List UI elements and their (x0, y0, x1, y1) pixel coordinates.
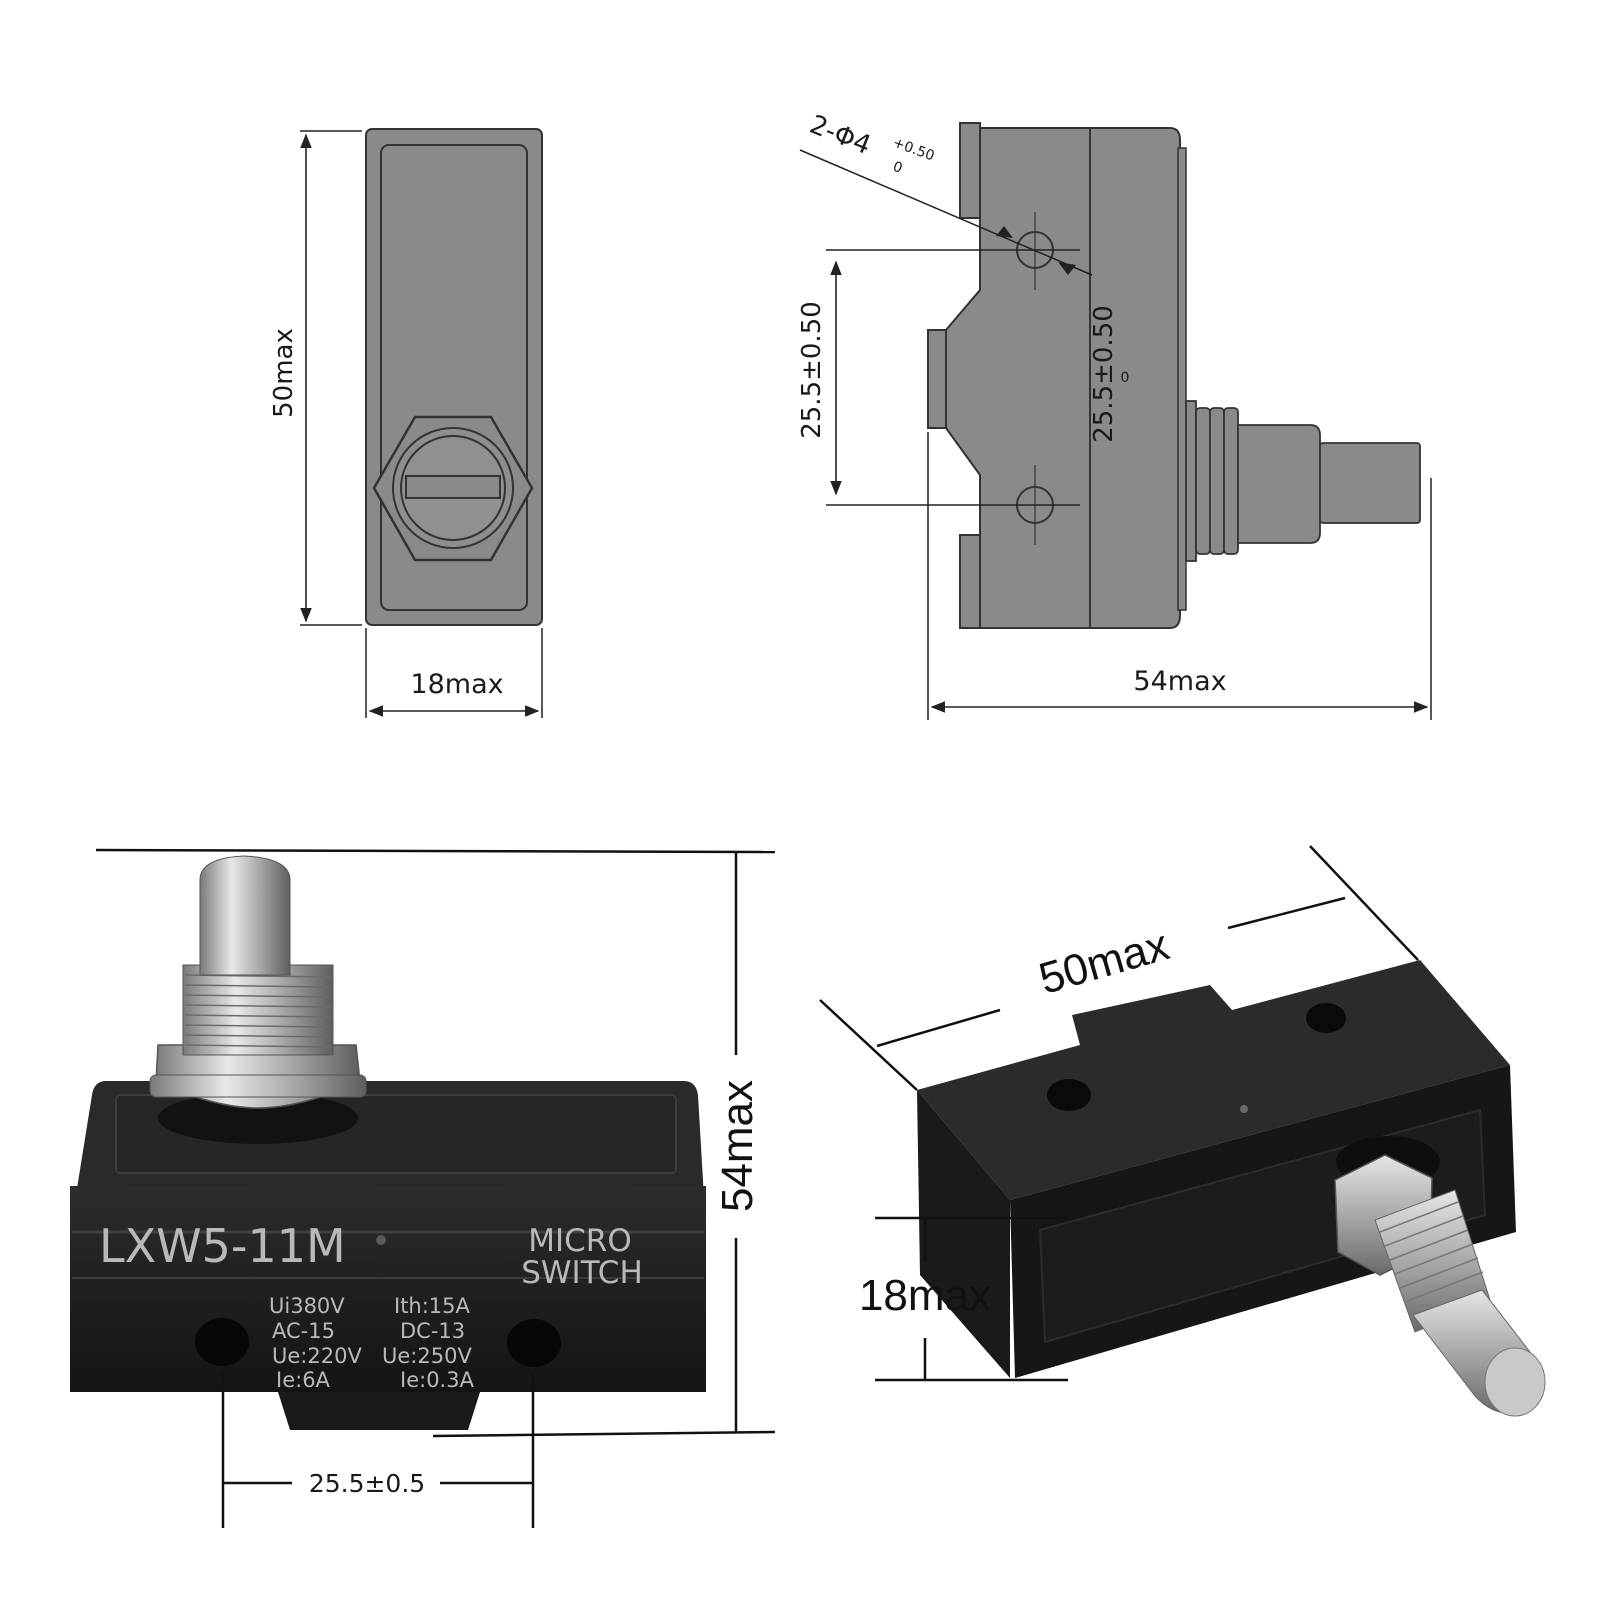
spec-right-3: Ue:250V (382, 1344, 472, 1368)
front-view-slot (405, 475, 501, 499)
threaded-bushing (182, 964, 334, 1056)
angled-top-face (917, 960, 1510, 1200)
spec-left-3: Ue:220V (272, 1344, 362, 1368)
type-label-line1: MICRO (528, 1223, 631, 1259)
switch-photo-front: 54max LXW5-11M MICRO SWITCH Ui380V AC-15… (70, 848, 776, 1528)
angled-end-face (917, 1090, 1010, 1378)
angled-length-line-left (876, 1008, 1001, 1048)
side-view-main-body (1089, 127, 1181, 629)
spec-left-2: AC-15 (272, 1319, 335, 1343)
pitch-label-center: 25.5±0.50 (1089, 305, 1119, 443)
thread-lines (184, 974, 332, 1048)
side-view-ear-top (959, 122, 981, 219)
hole-leader-arrow-1 (996, 226, 1013, 238)
pitch-label-left: 25.5±0.50 (797, 301, 827, 439)
washer (149, 1074, 367, 1098)
switch-body-foot (278, 1392, 480, 1430)
angled-height-label: 18max (859, 1271, 991, 1320)
angled-hole-1 (1047, 1079, 1091, 1111)
angled-length-label: 50max (1034, 920, 1174, 1004)
front-height-label: 50max (269, 328, 299, 418)
pitch-label-center-sub: 0 (1121, 370, 1130, 386)
angled-plunger-tip (1484, 1347, 1546, 1417)
angled-length-line-right (1227, 896, 1346, 930)
side-view-ear-bottom (959, 534, 981, 629)
type-label-line2: SWITCH (521, 1255, 643, 1291)
angled-length-ext-left (819, 999, 918, 1091)
angled-length-ext-right (1309, 845, 1419, 961)
spec-left-1: Ui380V (269, 1294, 345, 1318)
spec-right-2: DC-13 (400, 1319, 465, 1343)
side-view-plunger (1319, 442, 1421, 524)
body-dot (376, 1235, 386, 1245)
spec-right-1: Ith:15A (394, 1294, 471, 1318)
spec-left-4: Ie:6A (276, 1368, 331, 1392)
spec-right-4: Ie:0.3A (400, 1368, 475, 1392)
side-length-label: 54max (1133, 666, 1226, 697)
photo-height-line-top (95, 848, 776, 854)
mount-hole-left (195, 1318, 249, 1366)
front-view-inner-face (380, 144, 528, 611)
model-label: LXW5-11M (99, 1219, 346, 1273)
front-view-drawing: 50max 18max (269, 128, 543, 718)
plunger (199, 855, 291, 976)
hole-leader-arrow-2 (1058, 262, 1076, 275)
mount-hole-right (507, 1319, 561, 1367)
angled-dot (1240, 1105, 1248, 1113)
bushing-base (158, 1092, 358, 1144)
angled-thread-lines (1379, 1201, 1484, 1303)
switch-photo-angled: 50max 18max (819, 845, 1546, 1417)
photo-height-label: 54max (713, 1080, 762, 1212)
front-width-label: 18max (410, 669, 503, 700)
side-view-bushing (1185, 400, 1321, 562)
hole-tol-lower: 0 (891, 159, 905, 177)
side-view-drawing: 2-Φ4 +0.50 0 25.5±0.50 25.5±0.50 0 54max (797, 110, 1432, 720)
hole-spec-label: 2-Φ4 (805, 110, 875, 161)
hole-leader-line (799, 149, 1093, 276)
photo-height-line-bottom (432, 1430, 776, 1438)
side-view-face-lip (1177, 147, 1187, 611)
photo-pitch-label: 25.5±0.5 (309, 1469, 425, 1498)
angled-hole-2 (1306, 1003, 1346, 1033)
